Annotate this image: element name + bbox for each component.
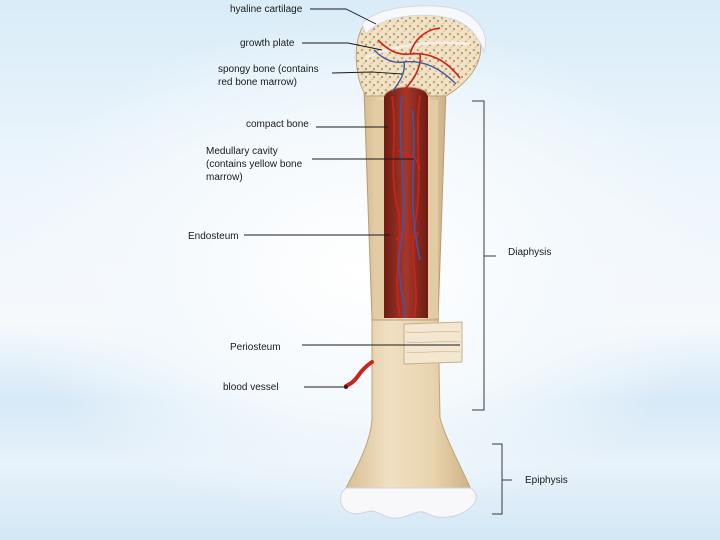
compact-bone-wall-right (428, 100, 438, 318)
bracket-diaphysis (472, 100, 496, 411)
vein-epiphysis (373, 49, 457, 93)
label-growth-plate: growth plate (240, 38, 295, 49)
external-blood-vessel (344, 360, 374, 388)
hyaline-cartilage-cap (361, 5, 486, 54)
label-spongy-bone: spongy bone (contains red bone marrow) (218, 64, 319, 88)
leader-growth-plate (302, 42, 383, 51)
periosteum-flap (403, 321, 463, 365)
artery-epiphysis (377, 27, 461, 91)
artery-medullary (391, 95, 421, 319)
label-medullary-cavity: Medullary cavity (contains yellow bone m… (206, 146, 303, 183)
growth-plate-line (365, 41, 471, 60)
compact-bone-wall-left (374, 100, 384, 318)
leader-hyaline-cartilage (310, 8, 377, 25)
label-periosteum: Periosteum (230, 342, 281, 353)
label-hyaline-cartilage: hyaline cartilage (230, 4, 303, 15)
leader-lines (244, 8, 460, 388)
medullary-cavity (384, 84, 428, 318)
vein-medullary (398, 95, 421, 319)
label-blood-vessel: blood vessel (223, 382, 279, 393)
leader-spongy-bone (331, 71, 403, 75)
distal-articular-cartilage (340, 487, 477, 519)
label-epiphysis: Epiphysis (525, 475, 568, 486)
label-compact-bone: compact bone (246, 119, 309, 130)
label-endosteum: Endosteum (188, 231, 239, 242)
bracket-epiphysis (492, 443, 512, 515)
label-diaphysis: Diaphysis (508, 247, 552, 258)
